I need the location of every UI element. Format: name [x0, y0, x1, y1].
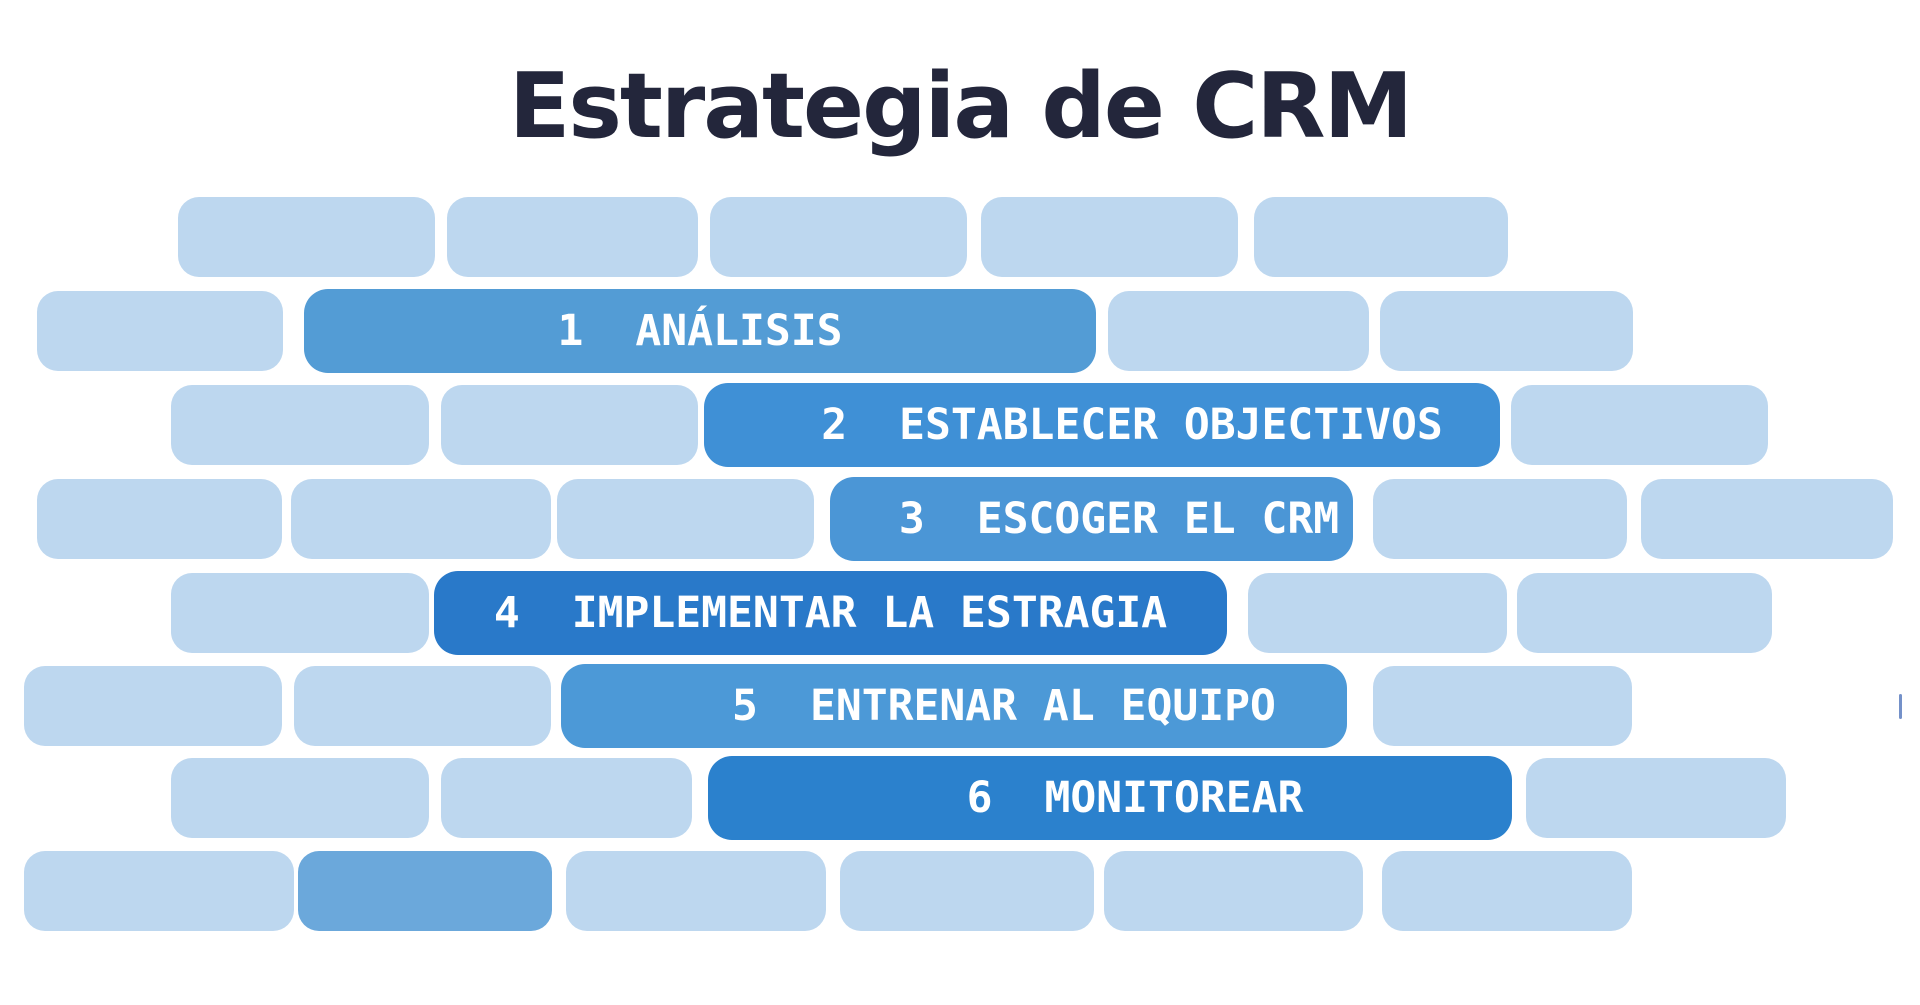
wall-brick [1517, 573, 1772, 653]
wall-brick [171, 385, 429, 465]
wall-brick [447, 197, 698, 277]
wall-brick [840, 851, 1094, 931]
step-brick-2: 2 ESTABLECER OBJECTIVOS [704, 383, 1500, 467]
wall-brick [566, 851, 826, 931]
wall-brick [981, 197, 1238, 277]
wall-brick [1641, 479, 1893, 559]
wall-brick-accent [298, 851, 552, 931]
step-number: 2 [821, 399, 848, 450]
stray-mark [1899, 694, 1902, 719]
step-brick-4: 4 IMPLEMENTAR LA ESTRAGIA [434, 571, 1227, 655]
step-label: ESTABLECER OBJECTIVOS [899, 399, 1443, 450]
wall-brick [1380, 291, 1633, 371]
wall-brick [1108, 291, 1369, 371]
wall-brick [710, 197, 967, 277]
wall-brick [1104, 851, 1363, 931]
step-brick-3: 3 ESCOGER EL CRM [830, 477, 1353, 561]
step-label: ENTRENAR AL EQUIPO [809, 680, 1276, 731]
step-brick-5: 5 ENTRENAR AL EQUIPO [561, 664, 1347, 748]
wall-brick [294, 666, 551, 746]
step-brick-1: 1 ANÁLISIS [304, 289, 1096, 373]
step-number: 3 [898, 493, 925, 544]
wall-brick [557, 479, 814, 559]
step-label: ANÁLISIS [635, 305, 843, 356]
wall-brick [1511, 385, 1768, 465]
wall-brick [1373, 479, 1627, 559]
wall-brick [171, 758, 429, 838]
step-number: 5 [732, 680, 758, 731]
step-label: MONITOREAR [1044, 772, 1304, 823]
page-title: Estrategia de CRM [508, 54, 1413, 159]
step-label: ESCOGER EL CRM [976, 493, 1340, 544]
step-number: 6 [966, 772, 993, 823]
wall-brick [171, 573, 429, 653]
wall-brick [24, 666, 282, 746]
step-label: IMPLEMENTAR LA ESTRAGIA [571, 587, 1168, 638]
step-number: 1 [557, 305, 584, 356]
wall-brick [1382, 851, 1632, 931]
wall-brick [441, 385, 698, 465]
wall-brick [441, 758, 692, 838]
wall-brick [1526, 758, 1786, 838]
wall-brick [178, 197, 435, 277]
wall-brick [291, 479, 551, 559]
wall-brick [1248, 573, 1507, 653]
wall-brick [1254, 197, 1508, 277]
wall-brick [24, 851, 294, 931]
wall-brick [37, 291, 283, 371]
wall-brick [1373, 666, 1632, 746]
wall-brick [37, 479, 282, 559]
step-number: 4 [493, 587, 520, 638]
step-brick-6: 6 MONITOREAR [708, 756, 1512, 840]
